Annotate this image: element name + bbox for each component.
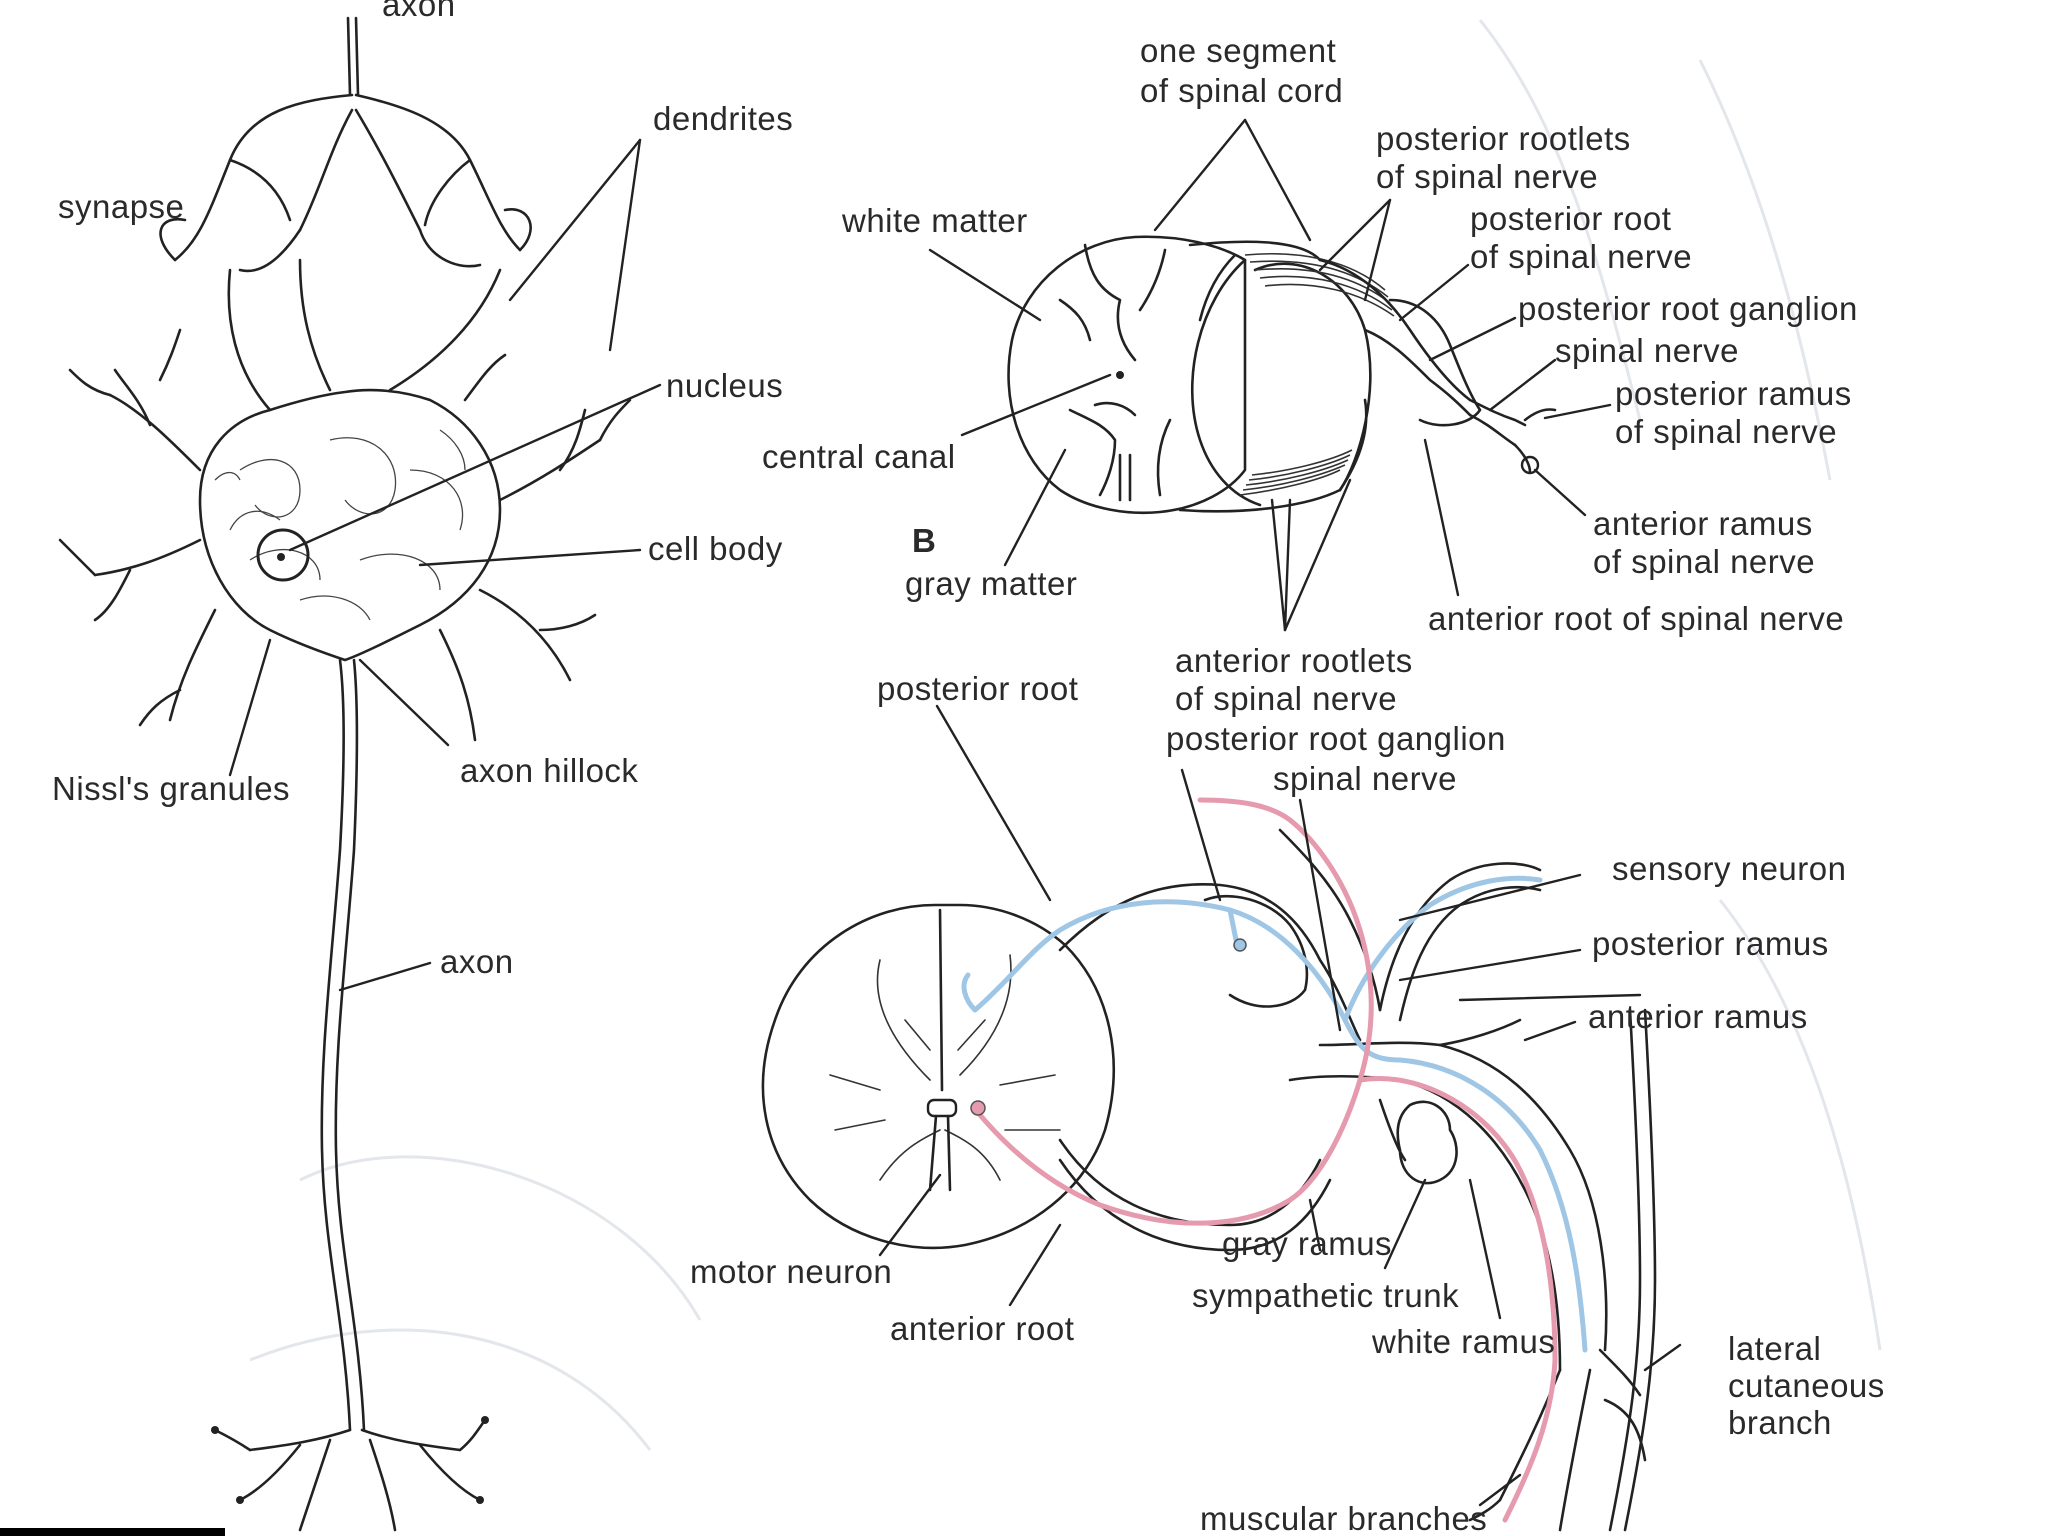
- label-sympathetic-trunk: sympathetic trunk: [1192, 1277, 1459, 1314]
- neuron-leaders: [228, 138, 662, 992]
- spinal-cord-labels: one segment of spinal cord posterior roo…: [762, 32, 1858, 717]
- label-posterior-root-ganglion: posterior root ganglion: [1518, 290, 1858, 327]
- label-posterior-ramus-line1: posterior ramus: [1615, 375, 1852, 412]
- label-posterior-root-line2: of spinal nerve: [1470, 238, 1692, 275]
- nucleus: [256, 528, 310, 582]
- label-axon-hillock: axon hillock: [460, 752, 638, 789]
- label-white-ramus: white ramus: [1371, 1323, 1555, 1360]
- nerve-distribution-leaders: [878, 704, 1682, 1507]
- label-cell-body: cell body: [648, 530, 783, 567]
- axon: [320, 658, 352, 1432]
- label-synapse: synapse: [58, 188, 184, 225]
- nerve-distribution-labels: posterior root posterior root ganglion s…: [690, 670, 1885, 1536]
- label-motor-neuron: motor neuron: [690, 1253, 892, 1290]
- posterior-root-ganglion-shape: [1388, 298, 1482, 427]
- panel-letter-b: B: [912, 522, 936, 559]
- neuron-labels: axon dendrites synapse nucleus cell body…: [52, 0, 793, 980]
- spinal-cord-segment: [1007, 235, 1557, 515]
- label-lower-spinal-nerve: spinal nerve: [1273, 760, 1457, 797]
- motor-cell-body: [970, 1100, 986, 1116]
- label-lateral-cutaneous-line2: cutaneous: [1728, 1367, 1885, 1404]
- spinal-cord-leaders: [928, 118, 1612, 632]
- label-anterior-rootlets-line1: anterior rootlets: [1175, 642, 1413, 679]
- label-posterior-ramus: posterior ramus: [1592, 925, 1829, 962]
- label-anterior-rootlets-line2: of spinal nerve: [1175, 680, 1397, 717]
- label-axon-top: axon: [382, 0, 456, 23]
- label-dendrites: dendrites: [653, 100, 793, 137]
- label-posterior-rootlets-line1: posterior rootlets: [1376, 120, 1631, 157]
- label-anterior-ramus: anterior ramus: [1588, 998, 1808, 1035]
- lower-spinal-cord-outline: [761, 903, 1115, 1250]
- motor-pathway: [970, 797, 1558, 1523]
- sensory-pathway: [961, 875, 1588, 1353]
- label-nucleus: nucleus: [666, 367, 783, 404]
- label-lower-posterior-root-ganglion: posterior root ganglion: [1166, 720, 1506, 757]
- nissl-granules-texture: [214, 429, 466, 621]
- axon-terminals: [211, 1416, 489, 1532]
- lower-ganglion-outline: [1203, 894, 1309, 1008]
- cell-body-outline: [198, 388, 502, 662]
- neuron-top-axon: [346, 16, 352, 97]
- faint-background-art: [249, 0, 2048, 1536]
- label-spinal-nerve: spinal nerve: [1555, 332, 1739, 369]
- label-axon: axon: [440, 943, 514, 980]
- label-one-segment-line1: one segment: [1140, 32, 1336, 69]
- label-lateral-cutaneous-line1: lateral: [1728, 1330, 1821, 1367]
- label-lateral-cutaneous-line3: branch: [1728, 1404, 1832, 1441]
- label-anterior-ramus-line1: anterior ramus: [1593, 505, 1813, 542]
- label-one-segment-line2: of spinal cord: [1140, 72, 1343, 109]
- bottom-left-bar: [0, 1528, 225, 1536]
- label-posterior-rootlets-line2: of spinal nerve: [1376, 158, 1598, 195]
- neuron-illustration: [0, 16, 632, 1536]
- central-canal: [1116, 371, 1124, 379]
- label-anterior-ramus-line2: of spinal nerve: [1593, 543, 1815, 580]
- sympathetic-trunk: [1396, 1100, 1458, 1185]
- label-posterior-root-line1: posterior root: [1470, 200, 1671, 237]
- label-anterior-root-spinal-nerve: anterior root of spinal nerve: [1428, 600, 1844, 637]
- label-nissls-granules: Nissl's granules: [52, 770, 290, 807]
- label-gray-matter: gray matter: [905, 565, 1077, 602]
- label-gray-ramus: gray ramus: [1222, 1225, 1392, 1262]
- sensory-cell-body: [1233, 938, 1247, 952]
- label-muscular-branches: muscular branches: [1200, 1500, 1487, 1536]
- label-lower-anterior-root: anterior root: [890, 1310, 1074, 1347]
- nerve-distribution: [761, 797, 1657, 1532]
- lower-central-canal: [926, 1098, 958, 1118]
- label-white-matter: white matter: [841, 202, 1028, 239]
- label-central-canal: central canal: [762, 438, 956, 475]
- spinal-cord-cross-section: [1007, 235, 1247, 515]
- label-lower-posterior-root: posterior root: [877, 670, 1078, 707]
- label-posterior-ramus-line2: of spinal nerve: [1615, 413, 1837, 450]
- label-sensory-neuron: sensory neuron: [1612, 850, 1846, 887]
